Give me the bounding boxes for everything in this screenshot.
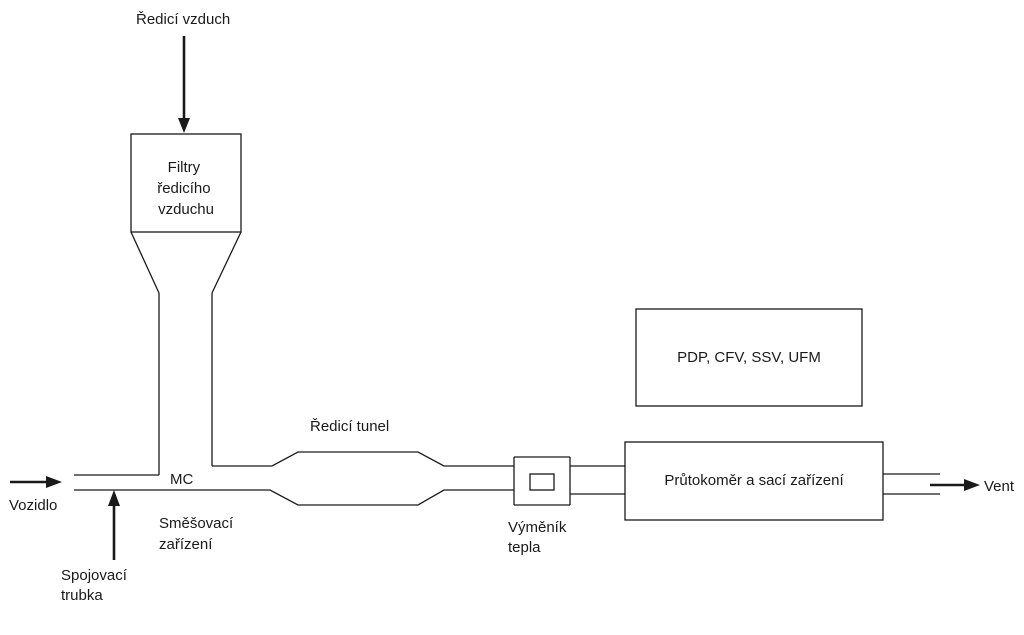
flow-meter-label: Průtokoměr a sací zařízení — [664, 472, 844, 489]
heat-exchanger-label: Výměník tepla — [508, 519, 571, 556]
dilution-air-filter-box — [130, 133, 242, 233]
funnel-right — [211, 231, 242, 294]
vehicle-label: Vozidlo — [9, 497, 57, 514]
funnel-left — [130, 231, 160, 294]
vent-arrow-head — [964, 479, 980, 491]
dilution-air-arrow-head — [178, 118, 190, 133]
dilution-air-label: Ředicí vzduch — [136, 11, 230, 28]
vent-label: Vent — [984, 478, 1015, 495]
mixing-chamber-label: MC — [170, 471, 193, 488]
filter-label: Filtry ředicího vzduchu — [157, 159, 215, 218]
flow-meter-box — [624, 441, 884, 521]
heat-exchanger-core — [529, 473, 555, 491]
tunnel-top-wall — [212, 451, 514, 467]
vehicle-arrow-head — [46, 476, 62, 488]
dilution-tunnel-label: Ředicí tunel — [310, 418, 389, 435]
connecting-tube-label: Spojovací trubka — [61, 567, 131, 604]
meter-types-label: PDP, CFV, SSV, UFM — [677, 349, 821, 366]
meter-types-box — [635, 308, 863, 407]
mixing-device-label: Směšovací zařízení — [159, 515, 237, 553]
connecting-tube-arrow-head — [108, 490, 120, 506]
tunnel-bottom-wall — [160, 489, 514, 506]
